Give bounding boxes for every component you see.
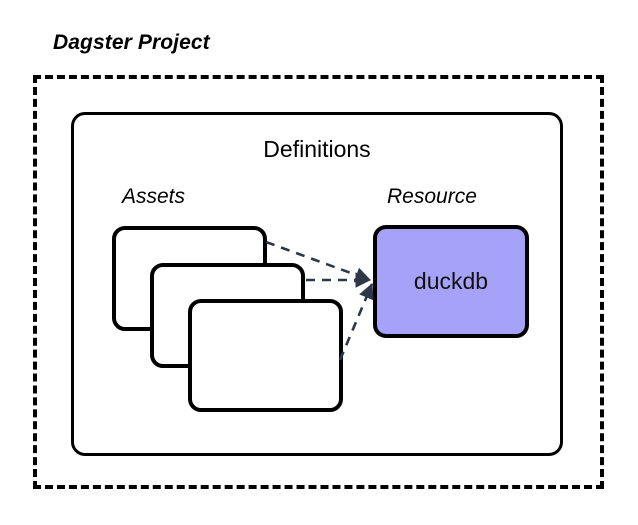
asset-card [188, 299, 343, 412]
resource-group-label: Resource [387, 185, 477, 208]
page-title: Dagster Project [53, 31, 210, 54]
resource-node-label: duckdb [413, 268, 489, 294]
project-boundary [33, 75, 604, 489]
assets-group-label: Assets [122, 185, 186, 208]
resource-node-duckdb: duckdb [373, 225, 529, 338]
definitions-label: Definitions [263, 136, 371, 162]
